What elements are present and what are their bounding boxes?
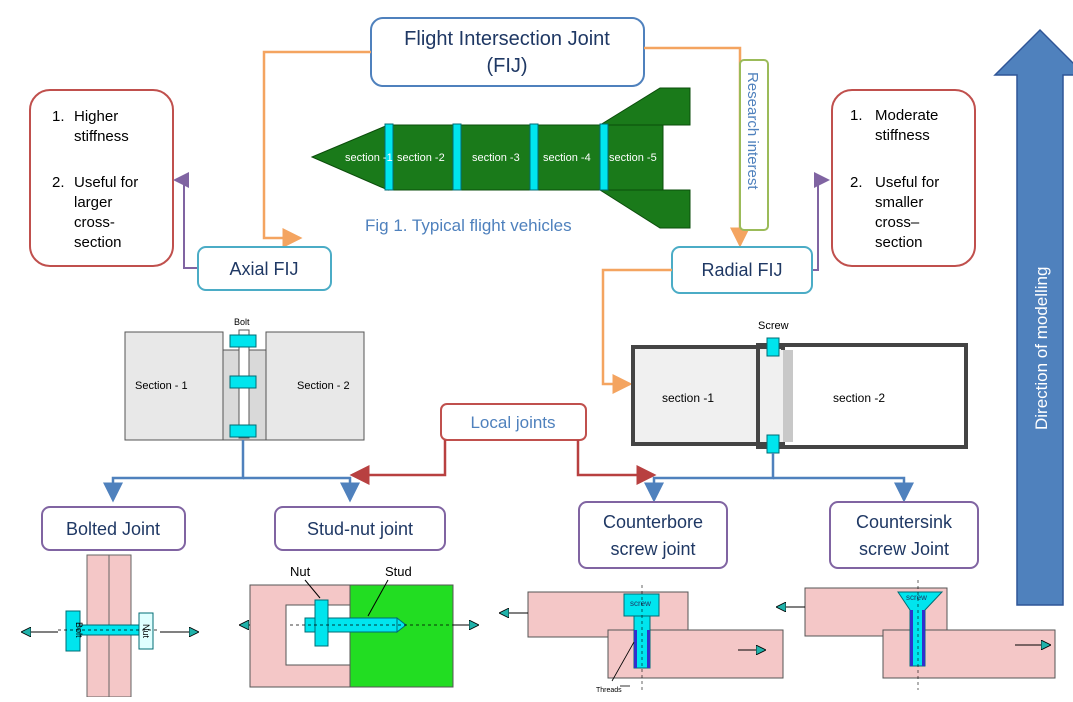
svg-text:section: section (74, 234, 122, 251)
svg-text:Radial FIJ: Radial FIJ (701, 260, 782, 280)
counterbore-joint-diagram: screw Threads (500, 585, 784, 694)
rocket-joint-3 (529, 123, 539, 191)
rocket-section-3: section -3 (472, 152, 520, 164)
svg-text:larger: larger (74, 194, 112, 211)
svg-text:Threads: Threads (596, 687, 622, 694)
fij-title-line1: Flight Intersection Joint (404, 28, 610, 50)
axial-section-2-label: Section - 2 (297, 380, 350, 392)
connector-radial-to-counterbore (644, 453, 775, 503)
svg-text:section: section (875, 234, 923, 251)
stud-nut-joint-box: Stud-nut joint (274, 506, 446, 551)
svg-text:smaller: smaller (875, 194, 923, 211)
axial-fij-diagram: Bolt Section - 1 Section - 2 (124, 317, 365, 441)
bolted-joint-box: Bolted Joint (41, 506, 186, 551)
svg-text:screw Joint: screw Joint (859, 539, 949, 559)
connector-local-left (349, 440, 447, 485)
radial-section-2-label: section -2 (833, 391, 885, 405)
direction-of-modelling-arrow: Direction of modelling (993, 28, 1073, 606)
rocket-section-2: section -2 (397, 152, 445, 164)
local-joints-box: Local joints (440, 403, 587, 441)
svg-text:Moderate: Moderate (875, 107, 938, 124)
countersink-joint-diagram: screw (777, 580, 1056, 690)
connector-local-right (576, 440, 657, 485)
connector-radial-to-diagram (601, 268, 672, 394)
svg-text:Useful for: Useful for (74, 174, 138, 191)
radial-note-box: 1. Moderate stiffness 2. Useful for smal… (831, 89, 976, 267)
rocket-section-1: section -1 (345, 152, 393, 164)
rocket-body (387, 124, 664, 191)
svg-text:cross-: cross- (74, 214, 115, 231)
svg-text:screw joint: screw joint (610, 539, 695, 559)
fij-title-box: Flight Intersection Joint (FIJ) (370, 17, 645, 87)
axial-bolt-label: Bolt (234, 317, 250, 327)
counterbore-joint-box: Counterbore screw joint (578, 501, 728, 569)
fij-title-line2: (FIJ) (486, 55, 527, 77)
connector-radial-to-countersink (773, 476, 914, 503)
svg-text:Countersink: Countersink (856, 512, 953, 532)
rocket-joint-1 (384, 123, 394, 191)
svg-text:2.: 2. (52, 174, 65, 191)
svg-text:Research interest: Research interest (744, 72, 761, 190)
svg-text:1.: 1. (52, 108, 65, 125)
svg-text:Counterbore: Counterbore (603, 512, 703, 532)
radial-section-1-label: section -1 (662, 391, 714, 405)
svg-text:screw: screw (906, 593, 927, 602)
connector-fij-to-axial (262, 50, 371, 248)
rocket-section-4: section -4 (543, 152, 591, 164)
axial-fij-box: Axial FIJ (197, 246, 332, 291)
countersink-joint-box: Countersink screw Joint (829, 501, 979, 569)
rocket-bottom-fin (598, 189, 691, 229)
connector-axial-to-bolted (103, 440, 245, 503)
svg-text:Higher: Higher (74, 108, 118, 125)
rocket-section-5: section -5 (609, 152, 657, 164)
svg-text:Nut: Nut (141, 624, 151, 639)
connector-axial-to-stud (243, 476, 360, 503)
stud-nut-label: Nut (290, 564, 311, 579)
research-interest-label: Research interest (739, 59, 769, 231)
svg-text:1.: 1. (850, 107, 863, 124)
svg-text:Bolted Joint: Bolted Joint (66, 519, 160, 539)
svg-text:Local joints: Local joints (470, 413, 555, 432)
rocket-top-fin (598, 87, 691, 126)
svg-text:Useful for: Useful for (875, 174, 939, 191)
rocket-joint-2 (452, 123, 462, 191)
bolted-joint-diagram: Bolt Nut (22, 554, 198, 698)
svg-text:cross–: cross– (875, 214, 920, 231)
svg-text:stiffness: stiffness (875, 127, 930, 144)
axial-note-box: 1. Higher stiffness 2. Useful for larger… (29, 89, 174, 267)
svg-text:stiffness: stiffness (74, 128, 129, 145)
fig-caption: Fig 1. Typical flight vehicles (365, 216, 572, 235)
radial-screw-label: Screw (758, 320, 789, 332)
stud-stud-label: Stud (385, 564, 412, 579)
radial-fij-box: Radial FIJ (671, 246, 813, 294)
connector-radial-to-note (812, 172, 830, 271)
svg-text:Direction of modelling: Direction of modelling (1032, 267, 1051, 430)
svg-text:2.: 2. (850, 174, 863, 191)
svg-text:Stud-nut joint: Stud-nut joint (307, 519, 413, 539)
svg-text:screw: screw (630, 599, 651, 608)
rocket-illustration: section -1 section -2 section -3 section… (310, 87, 691, 229)
rocket-joint-4 (599, 123, 609, 191)
svg-text:Axial FIJ: Axial FIJ (229, 259, 298, 279)
connector-axial-to-note (173, 172, 198, 269)
stud-nut-joint-diagram: Nut Stud (240, 564, 480, 688)
radial-fij-diagram: Screw section -1 section -2 (631, 320, 968, 454)
axial-section-1-label: Section - 1 (135, 380, 188, 392)
